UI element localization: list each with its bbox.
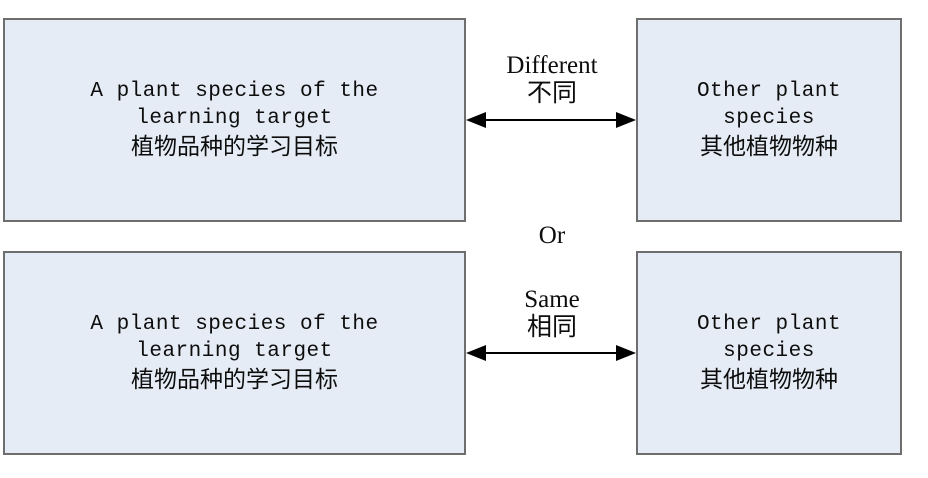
node-left-bottom-line-zh: 植物品种的学习目标 — [131, 366, 338, 393]
relation-separator-or-text: Or — [538, 222, 566, 249]
double-headed-arrow-different — [466, 112, 636, 128]
node-box-right-bottom: Other plant species 其他植物物种 — [636, 251, 902, 455]
double-headed-arrow-same — [466, 345, 636, 361]
relation-label-same: Same 相同 — [466, 286, 638, 341]
node-box-left-top: A plant species of the learning target 植… — [3, 18, 466, 222]
relation-label-different-zh: 不同 — [526, 78, 577, 107]
node-right-top-line-en-2: species — [723, 107, 815, 131]
relation-label-same-zh: 相同 — [526, 312, 577, 341]
node-left-bottom-line-en-1: A plant species of the — [90, 312, 379, 336]
relation-label-different: Different 不同 — [466, 52, 638, 107]
node-right-bottom-line-zh: 其他植物物种 — [700, 366, 838, 393]
node-box-right-top: Other plant species 其他植物物种 — [636, 18, 902, 222]
node-left-bottom-line-en-2: learning target — [136, 340, 333, 364]
node-left-top-line-en-1: A plant species of the — [90, 79, 379, 103]
node-left-top-line-zh: 植物品种的学习目标 — [131, 133, 338, 160]
node-right-top-line-en-1: Other plant — [696, 79, 842, 103]
relation-label-different-en: Different — [506, 52, 598, 79]
node-box-left-bottom: A plant species of the learning target 植… — [3, 251, 466, 455]
node-right-bottom-line-en-2: species — [723, 340, 815, 364]
node-right-bottom-line-en-1: Other plant — [696, 312, 842, 336]
node-right-top-line-zh: 其他植物物种 — [700, 133, 838, 160]
node-left-top-line-en-2: learning target — [136, 107, 333, 131]
relation-separator-or: Or — [466, 222, 638, 249]
relation-label-same-en: Same — [524, 286, 580, 313]
